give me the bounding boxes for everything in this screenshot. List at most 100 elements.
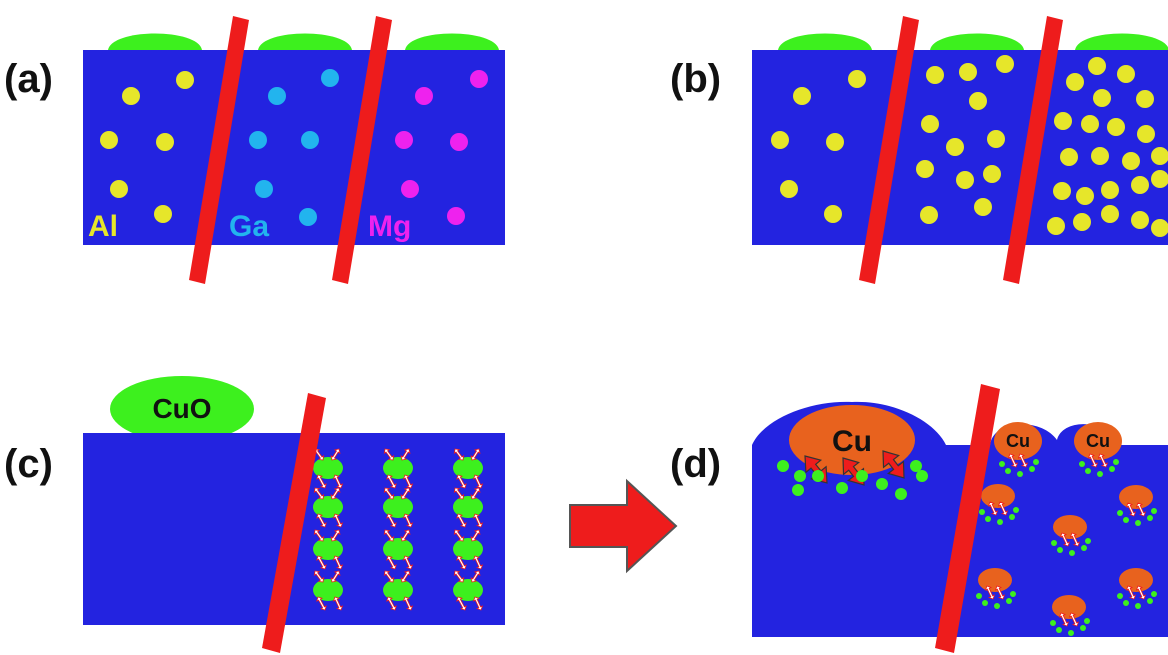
cu-particle <box>978 568 1012 592</box>
double-headed-arrow-icon <box>332 596 344 611</box>
solute-dot <box>1080 625 1086 631</box>
solute-dot <box>921 115 939 133</box>
element-label-mg: Mg <box>368 210 411 243</box>
cluster-particle <box>313 579 343 601</box>
grain-boundary <box>1003 16 1063 284</box>
double-headed-arrow-icon <box>1017 453 1029 468</box>
double-headed-arrow-icon <box>332 513 344 528</box>
bond-arrow <box>472 513 484 528</box>
bond-arrow <box>402 555 414 570</box>
panel-label-c: (c) <box>4 442 53 486</box>
cluster-particle <box>453 579 483 601</box>
bond-arrow <box>1125 585 1137 600</box>
double-headed-arrow-icon <box>330 570 341 583</box>
solute-cluster <box>453 529 484 570</box>
double-headed-arrow-icon <box>453 448 465 461</box>
solute-dot <box>826 133 844 151</box>
bond-arrow <box>1087 453 1099 468</box>
bond-arrow <box>332 474 344 489</box>
solute-dot <box>771 131 789 149</box>
solute-dot <box>1060 148 1078 166</box>
solute-dot <box>1135 520 1141 526</box>
solute-dot <box>1117 510 1123 516</box>
grain-boundary <box>859 16 919 284</box>
bond-arrow <box>470 570 481 583</box>
solute-dot <box>848 70 866 88</box>
double-headed-arrow-icon <box>316 474 327 489</box>
bond-arrow <box>453 487 465 500</box>
double-headed-arrow-icon <box>1068 612 1080 627</box>
bond-arrow <box>316 555 327 570</box>
solute-cluster <box>313 448 344 489</box>
ga-solute-dot <box>299 208 317 226</box>
ga-solute-dot <box>268 87 286 105</box>
bond-arrow <box>987 501 999 516</box>
solute-dot <box>985 516 991 522</box>
double-headed-arrow-icon <box>1059 532 1071 547</box>
oxide-cap-3 <box>1075 33 1168 50</box>
cu-label: Cu <box>1006 431 1030 451</box>
solute-dot <box>1073 213 1091 231</box>
panel-label-d: (d) <box>670 442 721 486</box>
bond-arrow <box>313 529 325 542</box>
solute-dot <box>1068 630 1074 636</box>
bond-arrow <box>456 474 467 489</box>
solute-dot <box>1076 187 1094 205</box>
solute-dot <box>1081 115 1099 133</box>
al-solute-dot <box>154 205 172 223</box>
solute-dot <box>777 460 789 472</box>
double-headed-arrow-icon <box>994 585 1006 600</box>
grain-boundary <box>189 16 249 284</box>
bond-arrow <box>472 555 484 570</box>
precipitate-cluster <box>1079 453 1119 477</box>
element-label-ga: Ga <box>229 210 269 243</box>
bond-arrow <box>453 529 465 542</box>
bond-arrow <box>386 474 397 489</box>
solute-dot <box>793 87 811 105</box>
double-headed-arrow-icon <box>470 448 481 461</box>
bond-arrow <box>1007 453 1019 468</box>
bond-arrow <box>472 474 484 489</box>
solute-dot <box>1123 600 1129 606</box>
solute-dot <box>1088 57 1106 75</box>
double-headed-arrow-icon <box>456 596 467 611</box>
solute-dot <box>916 470 928 482</box>
grain-boundary <box>262 393 326 653</box>
bond-arrow <box>313 487 325 500</box>
bond-arrow <box>386 596 397 611</box>
bond-arrow <box>1068 612 1080 627</box>
panel-b <box>752 16 1168 284</box>
double-headed-arrow-icon <box>332 555 344 570</box>
solute-dot <box>1053 182 1071 200</box>
bond-arrow <box>453 448 465 461</box>
solute-dot <box>1151 147 1168 165</box>
bond-arrow <box>316 513 327 528</box>
double-headed-arrow-icon <box>386 474 397 489</box>
solute-dot <box>780 180 798 198</box>
double-headed-arrow-icon <box>386 555 397 570</box>
double-headed-arrow-icon <box>383 570 395 583</box>
double-headed-arrow-icon <box>470 570 481 583</box>
cluster-particle <box>313 496 343 518</box>
grain-boundary <box>935 384 1000 653</box>
solute-dot <box>1137 125 1155 143</box>
solute-dot <box>1122 152 1140 170</box>
solute-dot <box>1054 112 1072 130</box>
cluster-particle <box>383 457 413 479</box>
double-headed-arrow-icon <box>400 529 411 542</box>
bond-arrow <box>330 487 341 500</box>
bond-arrow <box>402 596 414 611</box>
cuo-label: CuO <box>152 393 211 424</box>
cu-particle <box>1119 568 1153 592</box>
cluster-particle <box>383 538 413 560</box>
cluster-particle <box>313 538 343 560</box>
solute-dot <box>1017 471 1023 477</box>
double-headed-arrow-icon <box>987 501 999 516</box>
double-headed-arrow-icon <box>1069 532 1081 547</box>
cu-label: Cu <box>832 425 872 458</box>
cluster-particle <box>383 579 413 601</box>
solute-dot <box>1085 468 1091 474</box>
bond-arrow <box>386 555 397 570</box>
bond-arrow <box>456 596 467 611</box>
double-headed-arrow-icon <box>330 487 341 500</box>
